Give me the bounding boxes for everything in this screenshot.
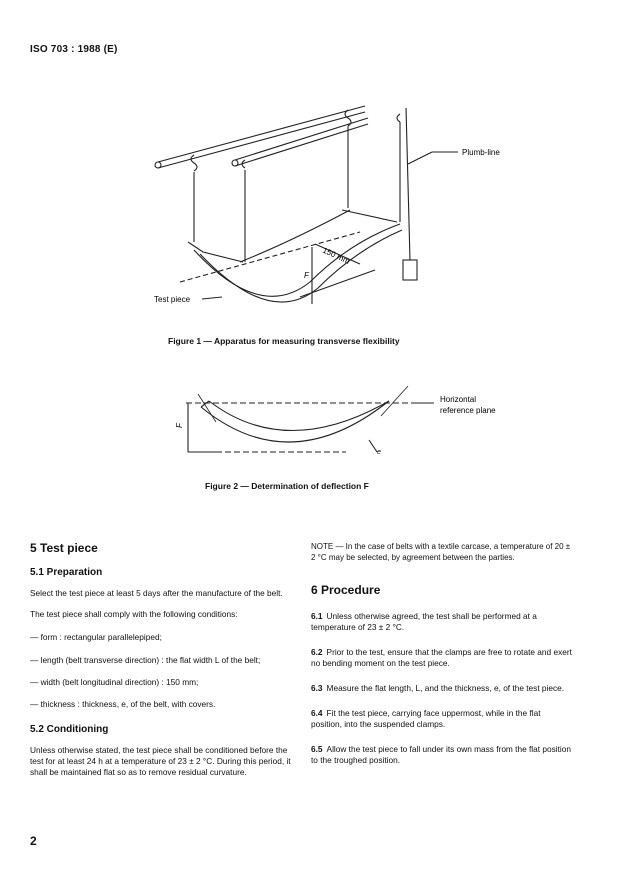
right-column: NOTE — In the case of belts with a texti… — [311, 541, 573, 766]
list-item: — form : rectangular parallelepiped; — [30, 632, 162, 642]
figure-1-caption: Figure 1 — Apparatus for measuring trans… — [168, 336, 400, 346]
list-item: — width (belt longitudinal direction) : … — [30, 677, 199, 687]
section-5-heading: 5 Test piece — [30, 541, 98, 555]
reference-plane-label: reference plane — [440, 406, 496, 415]
section-5-1-paragraph-2: The test piece shall comply with the fol… — [30, 609, 238, 619]
figure2-f-label: F — [176, 422, 184, 428]
figure-2-caption: Figure 2 — Determination of deflection F — [205, 481, 369, 491]
horizontal-label: Horizontal — [440, 395, 476, 404]
figure-2-deflection-drawing: Horizontal reference plane F e — [176, 385, 496, 456]
section-6-heading: 6 Procedure — [311, 583, 381, 597]
dimension-150mm-label: 150 mm — [321, 246, 351, 267]
thickness-e-label: e — [377, 449, 381, 456]
figure-1-apparatus-drawing: Plumb-line Test piece 150 mm F — [154, 105, 500, 304]
section-5-1-paragraph-1: Select the test piece at least 5 days af… — [30, 588, 283, 598]
document-header: ISO 703 : 1988 (E) — [30, 44, 118, 55]
note-paragraph: NOTE — In the case of belts with a texti… — [311, 542, 571, 562]
section-5-1-heading: 5.1 Preparation — [30, 567, 103, 578]
section-5-2-heading: 5.2 Conditioning — [30, 724, 109, 735]
left-column: 5 Test piece 5.1 Preparation Select the … — [30, 541, 292, 778]
page-number: 2 — [30, 834, 37, 848]
list-item: — thickness : thickness, e, of the belt,… — [30, 699, 216, 709]
test-piece-label: Test piece — [154, 295, 191, 304]
section-5-2-paragraph: Unless otherwise stated, the test piece … — [30, 745, 291, 777]
list-item: — length (belt transverse direction) : t… — [30, 655, 261, 665]
plumb-line-label: Plumb-line — [462, 148, 500, 157]
deflection-f-label: F — [304, 271, 310, 280]
